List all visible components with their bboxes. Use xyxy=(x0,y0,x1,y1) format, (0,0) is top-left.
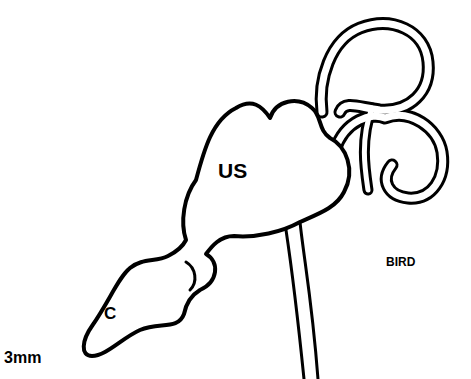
part-label: US xyxy=(218,160,247,181)
nerve-line xyxy=(286,230,304,379)
cochlea-inner-fold xyxy=(186,262,195,290)
species-label: BIRD xyxy=(386,256,415,268)
vestibule-outline xyxy=(84,101,350,356)
scale-dimension: 3mm xyxy=(4,350,41,366)
part-label: C xyxy=(104,305,116,322)
